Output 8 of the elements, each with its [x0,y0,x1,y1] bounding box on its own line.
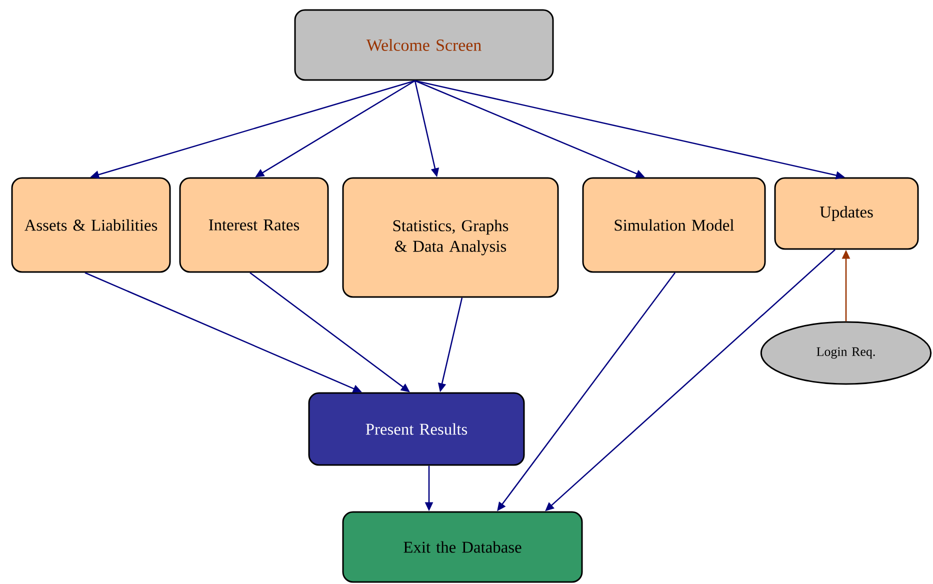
results-box: Present Results [308,392,525,466]
process-box: Statistics, Graphs & Data Analysis [342,177,559,298]
screen-box: Welcome Screen [294,9,554,81]
process-box: Updates [774,177,919,250]
process-box: Simulation Model [582,177,766,273]
exit-box: Exit the Database [342,511,583,583]
process-box: Interest Rates [179,177,329,273]
process-box: Assets & Liabilities [11,177,171,273]
